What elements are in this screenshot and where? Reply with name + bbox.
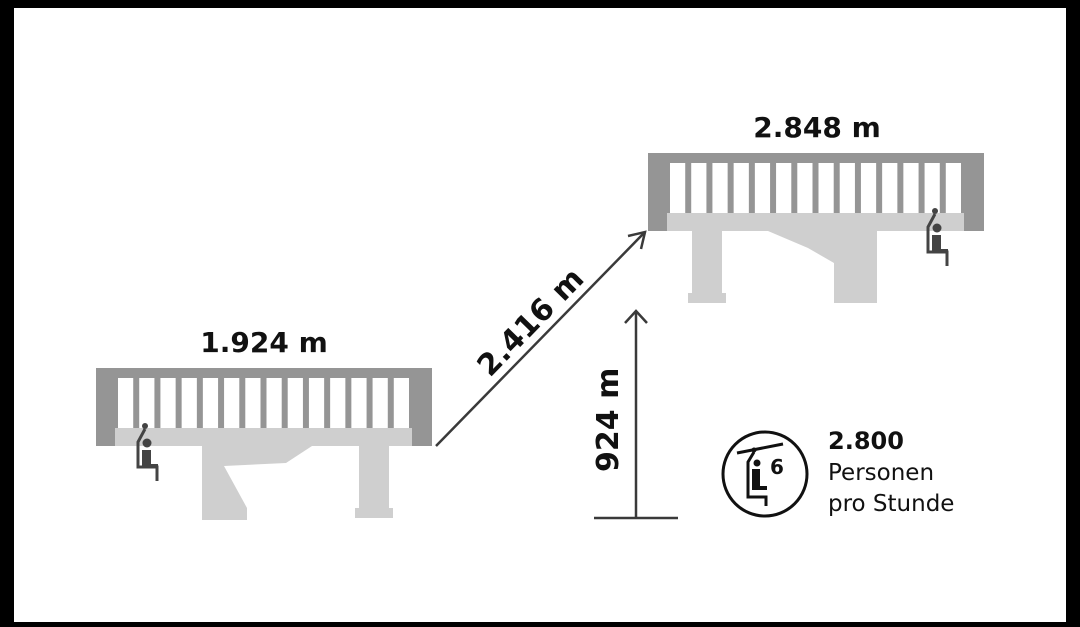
chair-icon [926,208,949,266]
fence-slot [266,378,282,428]
height-difference-label: 924 m [591,368,626,472]
fence-slot [818,163,834,213]
slope-length-label: 2.416 m [471,261,591,383]
canvas [14,8,1066,622]
valley-elevation-label: 1.924 m [200,326,328,359]
valley-station [96,368,432,520]
chair-grip [142,423,148,429]
station-pier [202,446,312,520]
chairlift-capacity-icon [721,430,809,518]
fence-slot [797,163,813,213]
fence-slot [670,163,686,213]
fence-slot [839,163,855,213]
fence-slot [245,378,261,428]
capacity-unit-line2: pro Stunde [828,491,954,517]
slope-arrow [435,230,647,447]
station-pier [355,446,393,518]
fence-slot [351,378,367,428]
fence-slot [224,378,240,428]
fence-slot [882,163,898,213]
station-deck [667,213,964,231]
fence-slot [372,378,388,428]
seat-count: 6 [770,455,784,479]
fence-slot [712,163,728,213]
fence-slot [903,163,919,213]
chair-frame [136,428,159,481]
height-arrow [594,309,678,520]
fence-slot [754,163,771,213]
mountain-station [648,153,984,303]
fence-slot [393,378,409,428]
fence-slot [202,378,219,428]
fence-slot [139,378,155,428]
capacity-unit-line1: Personen [828,460,934,486]
fence-slot [287,378,303,428]
fence-slot [330,378,346,428]
fence-slot [924,163,940,213]
mountain-elevation-label: 2.848 m [753,111,881,144]
fence-slot [776,163,792,213]
capacity-value: 2.800 [828,427,904,455]
passenger-body [142,450,158,468]
fence-slot [945,163,961,213]
passenger-head [142,438,152,448]
fence-slot [160,378,176,428]
fence-slot [308,378,325,428]
fence-slot [181,378,197,428]
station-deck [115,428,412,446]
station-pier [768,231,877,303]
fence-slot [118,378,134,428]
fence-slot [733,163,749,213]
passenger-head [932,223,942,233]
chair-icon [136,423,159,481]
fence-slot [860,163,877,213]
fence-slot [691,163,707,213]
chair-frame [926,213,949,266]
station-pier [688,231,726,303]
passenger-body [932,235,948,253]
chair-grip [932,208,938,214]
